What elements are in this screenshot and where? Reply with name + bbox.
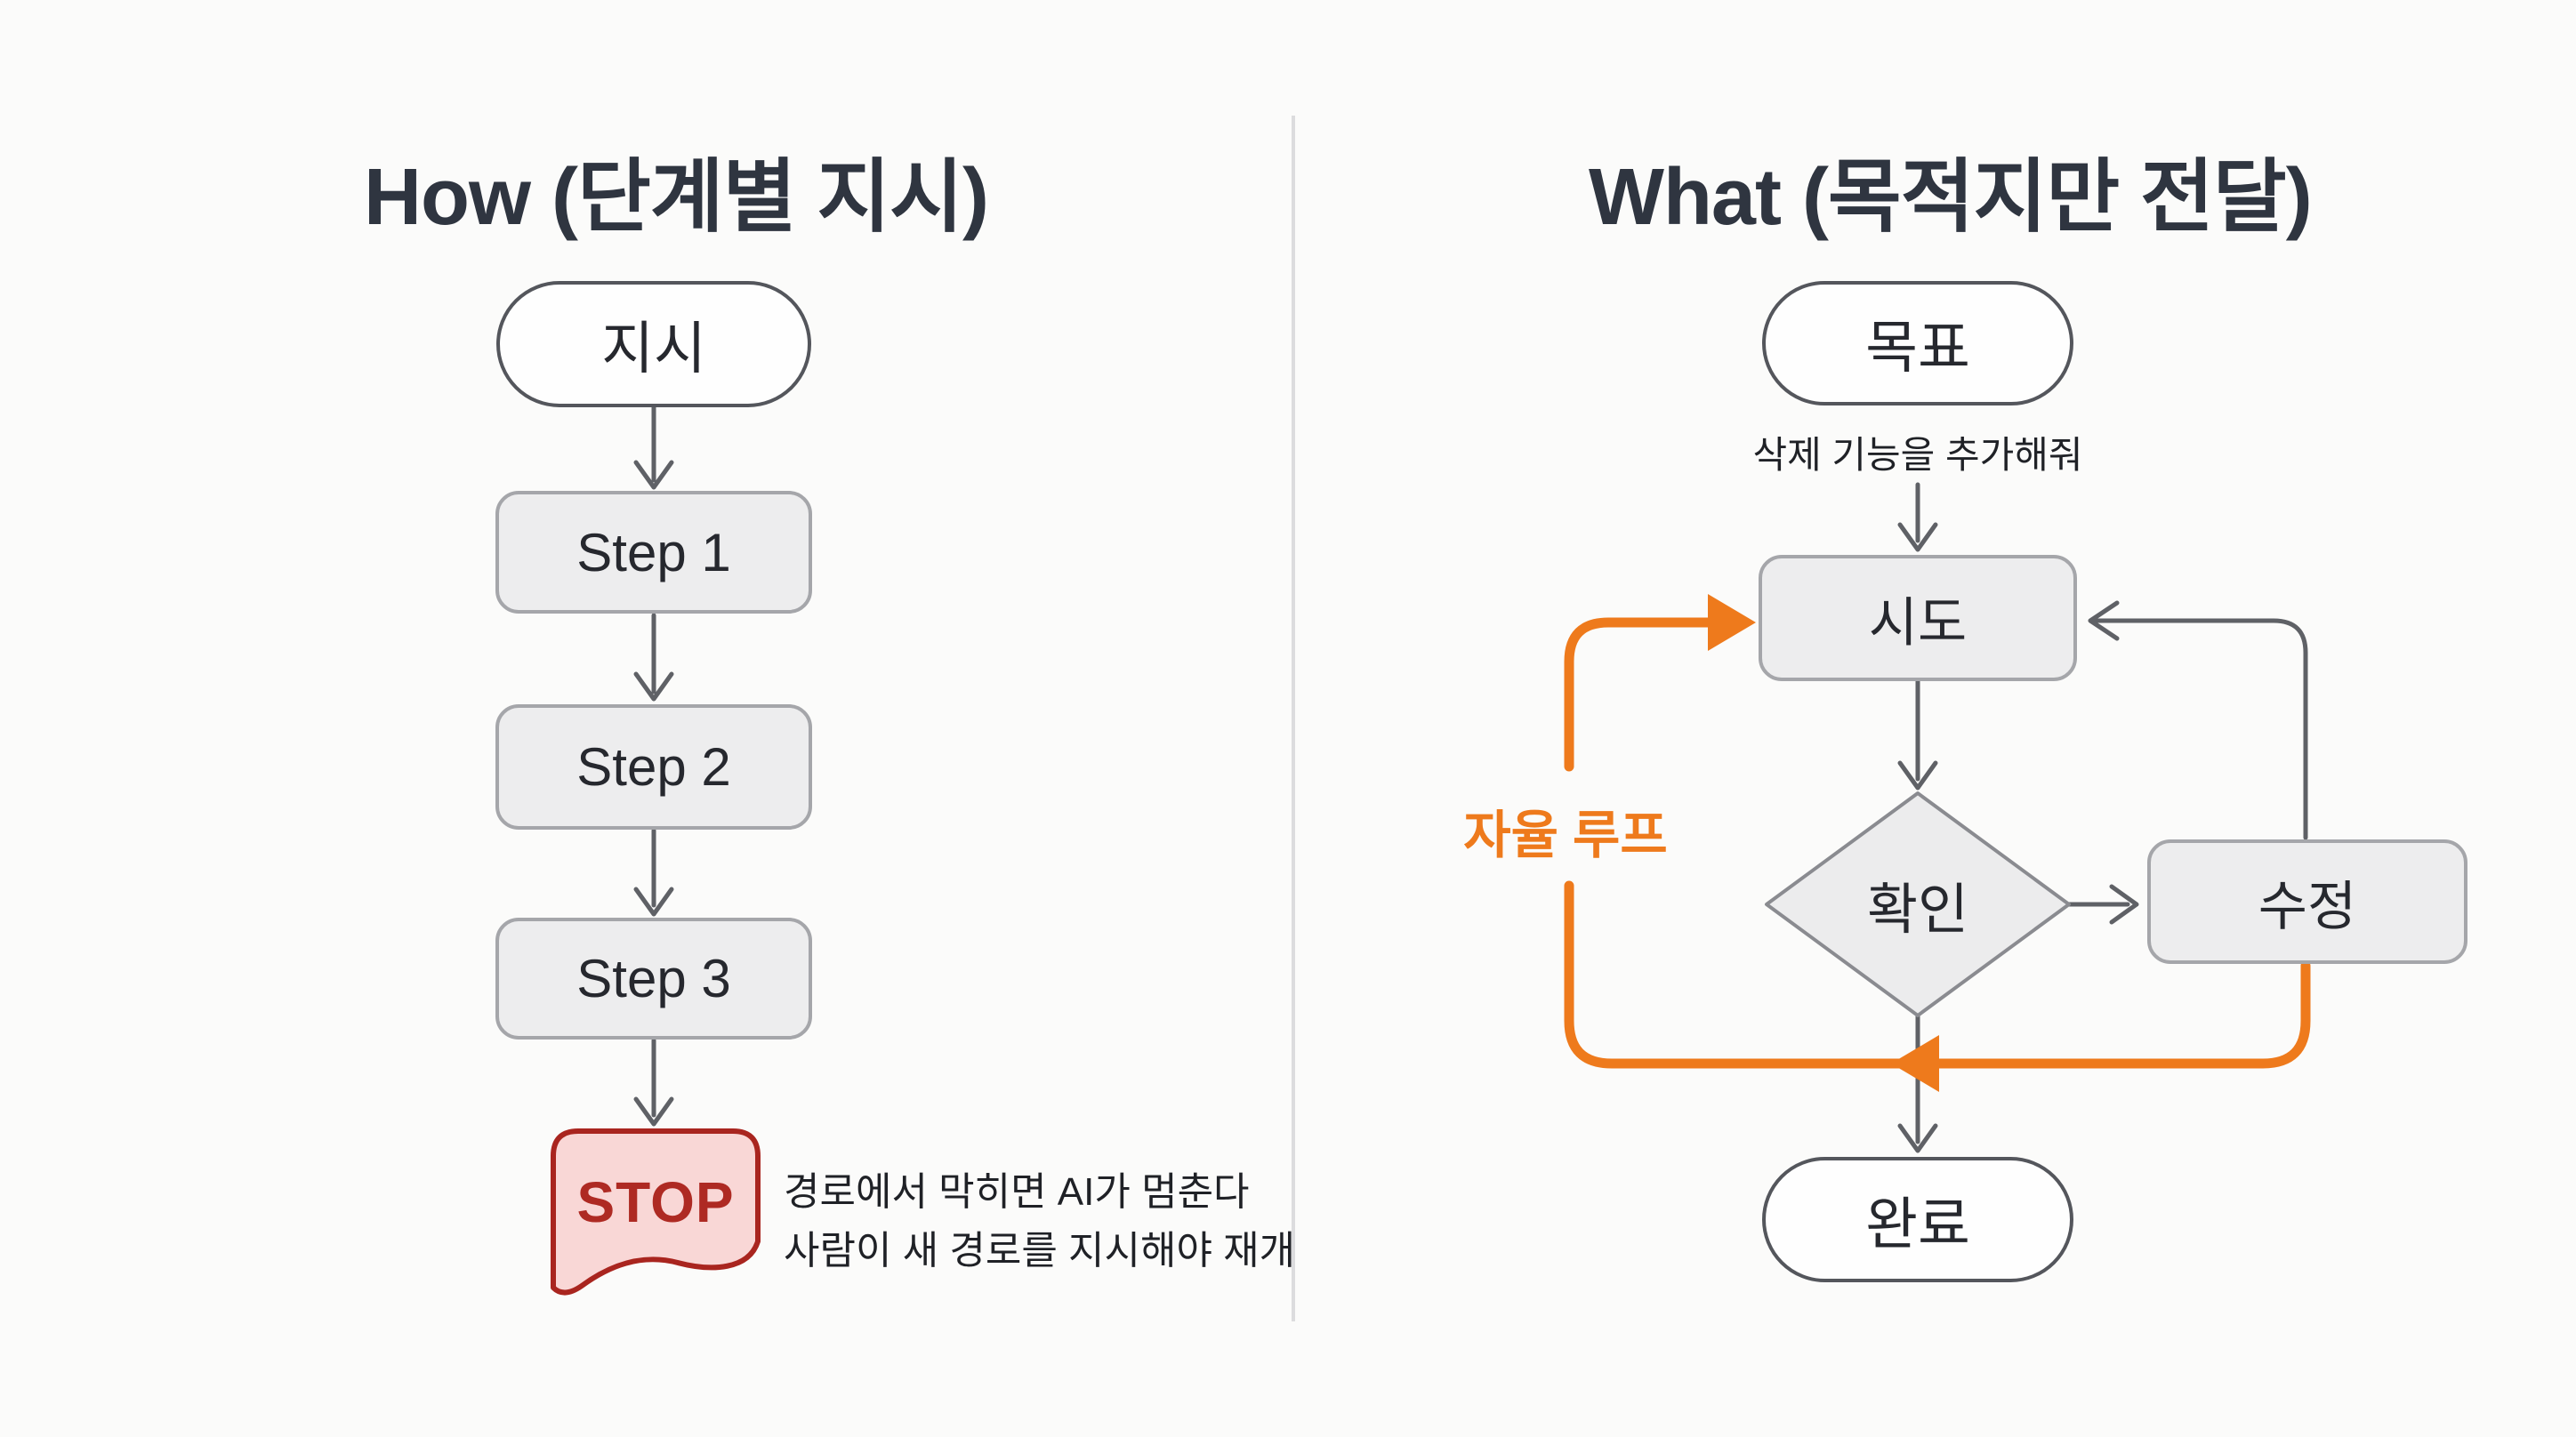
node-check-label: 확인 bbox=[1866, 879, 1969, 941]
arrow-step2-step3 bbox=[633, 828, 674, 917]
panel-title-what: What (목적지만 전달) bbox=[1589, 153, 2313, 242]
panel-title-how: How (단계별 지시) bbox=[364, 153, 989, 242]
node-stop-label: STOP bbox=[576, 1170, 735, 1234]
arrow-goal-try bbox=[1897, 482, 1938, 552]
node-fix: 수정 bbox=[2147, 839, 2467, 964]
arrow-try-check bbox=[1897, 678, 1938, 791]
decision-diamond bbox=[1765, 791, 2071, 1017]
goal-note: 삭제 기능을 추가해줘 bbox=[1752, 434, 2083, 476]
node-step3: Step 3 bbox=[495, 918, 812, 1040]
arrow-check-fix bbox=[2066, 884, 2139, 925]
node-start-jisi: 지시 bbox=[496, 281, 811, 407]
loop-orange-top bbox=[1564, 617, 1720, 772]
loop-arrowhead-bottom bbox=[1891, 1035, 1939, 1092]
arrow-step1-step2 bbox=[633, 613, 674, 702]
node-done: 완료 bbox=[1762, 1157, 2073, 1282]
node-step1: Step 1 bbox=[495, 491, 812, 614]
node-goal: 목표 bbox=[1762, 281, 2073, 405]
node-step2: Step 2 bbox=[495, 704, 812, 830]
loop-arrowhead-into-try bbox=[1708, 594, 1756, 651]
arrow-step3-stop bbox=[633, 1038, 674, 1127]
stop-shape bbox=[551, 1128, 761, 1296]
stop-note-line2: 사람이 새 경로를 지시해야 재개 bbox=[784, 1229, 1296, 1272]
autonomous-loop-label: 자율 루프 bbox=[1463, 807, 1668, 864]
stop-note-line1: 경로에서 막히면 AI가 멈춘다 bbox=[784, 1170, 1250, 1214]
arrow-jisi-step1 bbox=[633, 405, 674, 490]
node-try: 시도 bbox=[1759, 555, 2077, 681]
arrow-fix-try-loop bbox=[2088, 600, 2308, 840]
